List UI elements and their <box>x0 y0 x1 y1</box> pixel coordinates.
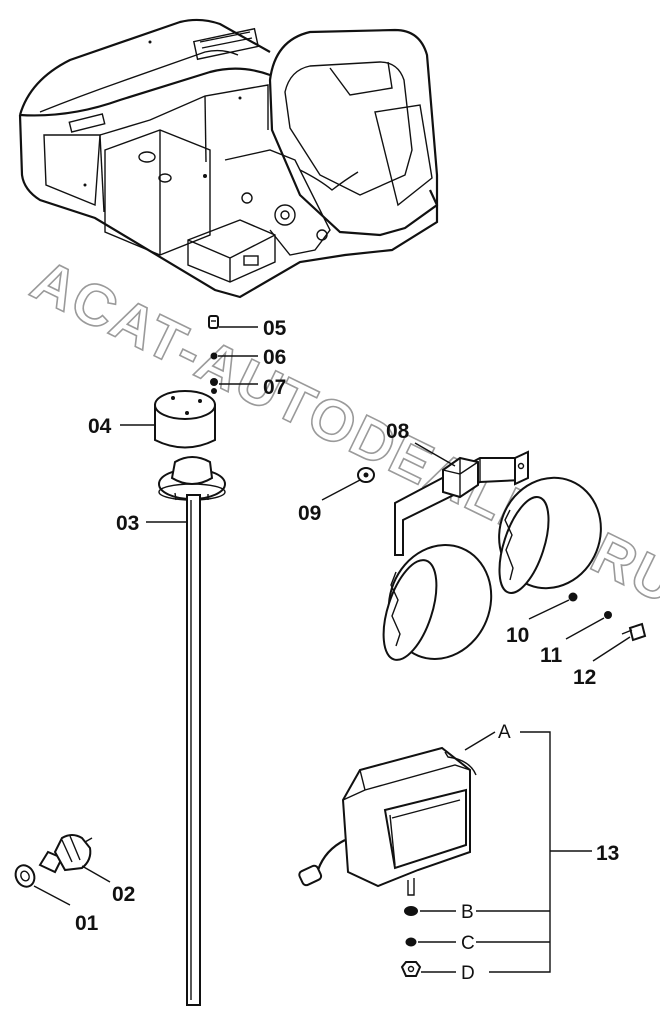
label-07: 07 <box>263 376 286 399</box>
excavator-upper-structure <box>18 18 439 299</box>
label-A: A <box>498 722 511 743</box>
label-04: 04 <box>88 415 112 438</box>
label-10: 10 <box>506 624 529 647</box>
label-12: 12 <box>573 666 596 689</box>
label-11: 11 <box>540 644 563 667</box>
label-05: 05 <box>263 317 287 340</box>
label-02: 02 <box>112 883 135 906</box>
label-01: 01 <box>75 912 99 935</box>
leader-lines <box>33 326 631 973</box>
work-lamp-13 <box>298 746 477 977</box>
work-lamp-assembly <box>357 450 647 661</box>
label-13: 13 <box>596 842 619 865</box>
fuel-sensor-assembly <box>154 315 226 1006</box>
label-09: 09 <box>298 502 321 525</box>
label-C: C <box>461 933 475 954</box>
label-B: B <box>461 902 474 923</box>
label-03: 03 <box>116 512 139 535</box>
part-labels: 05 06 07 04 03 02 01 08 09 10 11 12 13 A… <box>75 317 619 984</box>
label-08: 08 <box>386 420 410 443</box>
label-06: 06 <box>263 346 286 369</box>
label-D: D <box>461 963 475 984</box>
pressure-switch <box>14 834 93 888</box>
